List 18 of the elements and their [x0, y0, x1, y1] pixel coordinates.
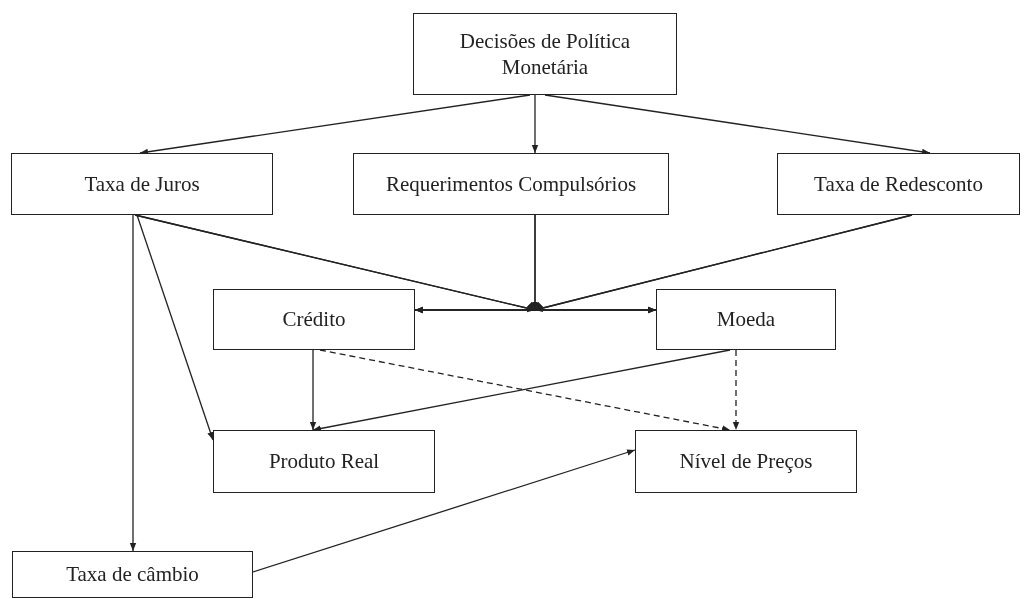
arrow	[136, 214, 214, 441]
arrow	[309, 349, 317, 431]
arrow	[531, 94, 539, 154]
process-box: Taxa de câmbio	[12, 551, 253, 598]
process-box: Nível de Preços	[635, 430, 857, 493]
arrow	[732, 349, 740, 431]
process-box: Decisões de Política Monetária	[413, 13, 677, 95]
process-box: Moeda	[656, 289, 836, 350]
process-box: Taxa de Redesconto	[777, 153, 1020, 215]
arrow	[252, 449, 636, 573]
arrow	[544, 94, 931, 155]
process-box: Requerimentos Compulsórios	[353, 153, 669, 215]
arrow	[139, 94, 531, 155]
process-box: Taxa de Juros	[11, 153, 273, 215]
arrow	[129, 214, 137, 552]
process-box: Produto Real	[213, 430, 435, 493]
process-box: Crédito	[213, 289, 415, 350]
arrow	[530, 214, 913, 314]
